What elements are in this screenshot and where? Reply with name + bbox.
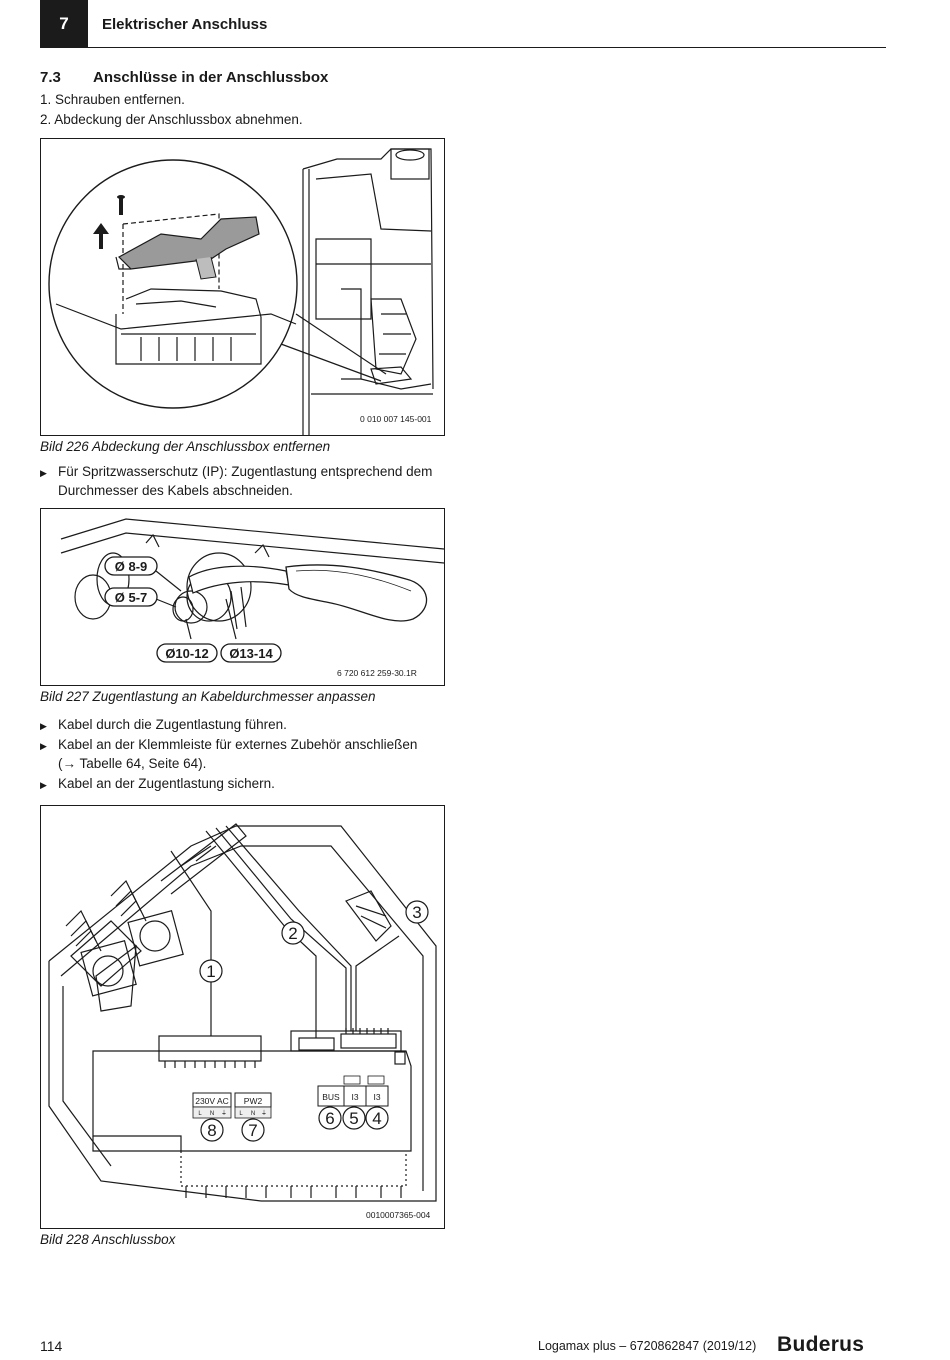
pin-label-l-2: L [239,1111,243,1117]
instruction-4-text: Kabel an der Zugentlastung sichern. [58,776,275,791]
figure-226-drawing: 0 010 007 145-001 [48,148,434,435]
figure-228-code: 0010007365-004 [366,1210,431,1220]
callout-2: 2 [288,924,297,943]
pin-label-l-1: L [198,1111,202,1117]
pin-label-n-1: N [210,1111,214,1117]
figure-228-drawing: 230V AC L N ⏚ PW2 L N ⏚ BUS I3 I3 1 2 [48,823,437,1220]
brand-logo: Buderus [777,1333,865,1356]
callout-7: 7 [248,1121,257,1140]
chapter-title: Elektrischer Anschluss [102,16,268,33]
figure-226-code: 0 010 007 145-001 [360,414,432,424]
callout-4: 4 [372,1109,381,1128]
section-title: Anschlüsse in der Anschlussbox [93,69,329,86]
instruction-1-line1: Für Spritzwasserschutz (IP): Zugentlastu… [58,464,433,479]
instruction-1: ▶ Für Spritzwasserschutz (IP): Zugentlast… [40,462,432,483]
callout-1: 1 [206,962,215,981]
bullet-triangle-icon: ▶ [40,468,47,478]
chapter-number: 7 [59,14,69,33]
bullet-triangle-icon: ▶ [40,721,47,731]
callout-5: 5 [349,1109,358,1128]
terminal-label-bus: BUS [322,1092,340,1102]
instruction-2-text: Kabel durch die Zugentlastung führen. [58,717,287,732]
terminal-label-pw2: PW2 [244,1096,263,1106]
instruction-3-line1: Kabel an der Klemmleiste für externes Zu… [58,737,418,752]
step-2: 2. Abdeckung der Anschlussbox abnehmen. [40,112,303,127]
callout-8: 8 [207,1121,216,1140]
pin-label-n-2: N [251,1111,255,1117]
size-label-8-9: Ø 8-9 [115,559,148,574]
section-number: 7.3 [40,69,61,86]
earth-icon: ⏚ [221,1110,227,1117]
size-label-10-12: Ø10-12 [165,646,208,661]
earth-icon: ⏚ [261,1110,267,1117]
header-rule [88,47,886,48]
step-1: 1. Schrauben entfernen. [40,92,185,107]
chapter-number-box: 7 [40,0,88,48]
terminal-label-i3-a: I3 [351,1092,358,1102]
terminal-label-i3-b: I3 [373,1092,380,1102]
terminal-label-230v: 230V AC [195,1096,229,1106]
figure-226: 0 010 007 145-001 [40,138,445,436]
instruction-2: ▶ Kabel durch die Zugentlastung führen. [40,715,287,736]
instruction-3: ▶ Kabel an der Klemmleiste für externes Z… [40,735,417,756]
figure-226-caption: Bild 226 Abdeckung der Anschlussbox entf… [40,439,331,454]
page-number: 114 [40,1338,63,1354]
figure-227-drawing: Ø 8-9 Ø 5-7 Ø10-12 Ø13-14 6 720 612 259-… [60,518,444,678]
instruction-3-line2: (→ Tabelle 64, Seite 64). [58,756,207,771]
document-reference: Logamax plus – 6720862847 (2019/12) [538,1339,757,1353]
callout-6: 6 [325,1109,334,1128]
bullet-triangle-icon: ▶ [40,741,47,751]
size-label-5-7: Ø 5-7 [115,590,148,605]
figure-228-caption: Bild 228 Anschlussbox [40,1232,176,1247]
callout-3: 3 [412,903,421,922]
size-label-13-14: Ø13-14 [229,646,273,661]
figure-227-caption: Bild 227 Zugentlastung an Kabeldurchmess… [40,689,376,704]
figure-228: 230V AC L N ⏚ PW2 L N ⏚ BUS I3 I3 1 2 [40,805,445,1229]
figure-227-code: 6 720 612 259-30.1R [337,668,417,678]
figure-227: Ø 8-9 Ø 5-7 Ø10-12 Ø13-14 6 720 612 259-… [40,508,445,686]
instruction-1-line2: Durchmesser des Kabels abschneiden. [58,483,293,498]
instruction-4: ▶ Kabel an der Zugentlastung sichern. [40,774,275,795]
bullet-triangle-icon: ▶ [40,780,47,790]
